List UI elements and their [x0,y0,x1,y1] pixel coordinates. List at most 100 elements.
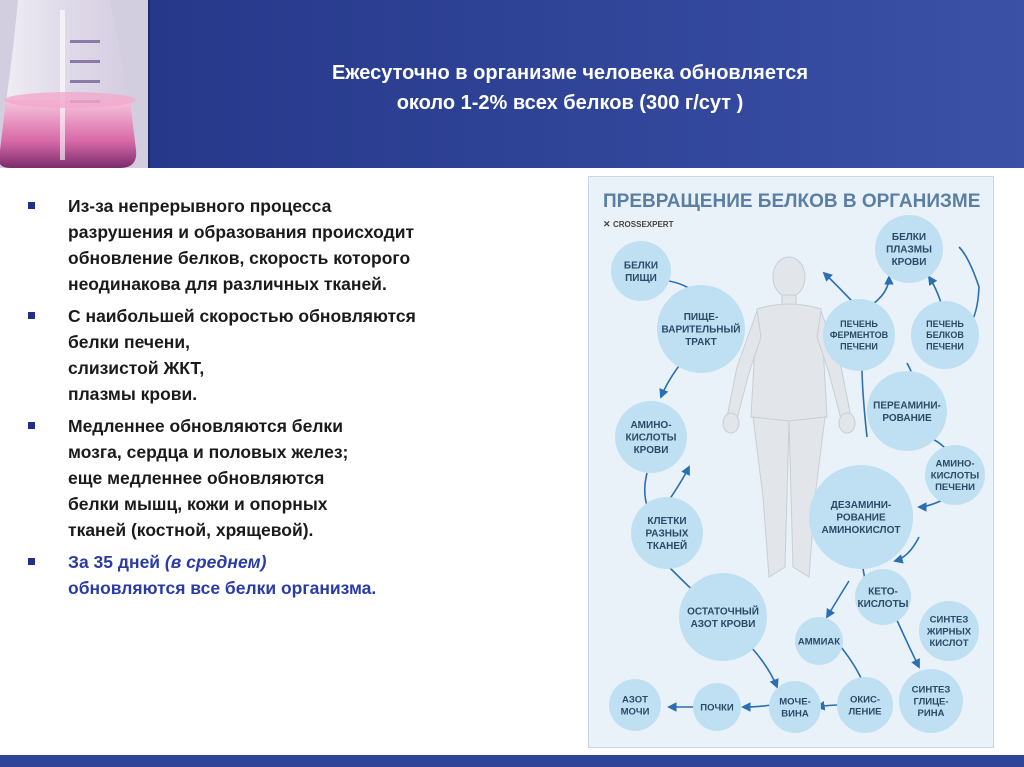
node-label: ПОЧКИ [700,702,734,713]
node-circle [693,683,741,731]
node-label: РАЗНЫХ [646,529,689,540]
bullet-text: Из-за непрерывного процесса [68,196,332,216]
node-residual-nitrogen: ОСТАТОЧНЫЙ АЗОТ КРОВИ [679,573,767,661]
node-label: ПЕЧЕНИ [926,341,964,351]
bullet-text: мозга, сердца и половых желез; [68,442,349,462]
node-label: ПЕЧЕНИ [935,482,975,493]
node-label: РОВАНИЕ [836,513,886,524]
bullet-text: обновляются все белки организма. [68,578,377,598]
bullet-marker [28,202,35,209]
node-ammonia: АММИАК [795,617,843,665]
node-label: АМИНОКИСЛОТ [822,525,901,536]
node-label: АММИАК [798,636,840,647]
node-circle [809,465,913,569]
bullet-text: С наибольшей скоростью обновляются [68,306,416,326]
node-circle [631,497,703,569]
bullet-text: неодинакова для различных тканей. [68,274,387,294]
node-urea: МОЧЕ-ВИНА [769,681,821,733]
node-label: ВАРИТЕЛЬНЫЙ [662,323,741,336]
node-label: РИНА [918,708,945,719]
node-circle [867,371,947,451]
node-circle [823,299,895,371]
node-circle [837,677,893,733]
node-label: КИСЛОТЫ [626,433,677,444]
node-label: АМИНО- [935,458,974,469]
node-keto-acids: КЕТО- КИСЛОТЫ [855,569,911,625]
bullet-text: тканей (костной, хрящевой). [68,520,314,540]
bullet-marker [28,558,35,565]
brand-mark: ✕ [603,219,611,229]
node-label: ПИЩЕ- [684,312,719,323]
node-circle [899,669,963,733]
node-circle [615,401,687,473]
node-label: СИНТЕЗ [912,684,951,695]
node-circle [609,679,661,731]
bullet-item: Медленнее обновляются белки мозга, сердц… [28,413,548,543]
node-circle [855,569,911,625]
node-label: ПЕЧЕНЬ [840,319,878,329]
node-label: МОЧЕ- [779,696,810,707]
bullet-text: За 35 дней (в среднем) [68,549,548,575]
node-circle [679,573,767,661]
node-oxidation: ОКИС-ЛЕНИЕ [837,677,893,733]
title-line-2: около 1-2% всех белков (300 г/сут ) [396,92,744,114]
bullet-text: Медленнее обновляются белки [68,416,343,436]
bullet-text: разрушения и образования происходит [68,222,415,242]
node-label: АМИНО- [630,420,671,431]
bullet-text: плазмы крови. [68,384,198,404]
node-circle [657,285,745,373]
node-label: БЕЛКИ [624,260,658,271]
crossexpert-logo: ✕ CROSSEXPERT [603,219,674,229]
node-group: БЕЛКИПИЩИПИЩЕ-ВАРИТЕЛЬНЫЙТРАКТАМИНО-КИСЛ… [609,215,985,733]
node-circle [769,681,821,733]
node-circle [919,601,979,661]
node-label: АЗОТ КРОВИ [691,619,756,630]
bullet-item-highlight: За 35 дней (в среднем) обновляются все б… [28,549,548,601]
node-label: ГЛИЦЕ- [913,696,948,707]
node-label: КИСЛОТЫ [858,599,909,610]
node-label: СИНТЕЗ [930,614,969,625]
node-label: ФЕРМЕНТОВ [830,330,889,340]
node-circle [875,215,943,283]
node-label: ЛЕНИЕ [848,706,881,717]
node-label: КЛЕТКИ [647,516,686,527]
node-label: ЖИРНЫХ [926,626,972,637]
title-line-1: Ежесуточно в организме человека обновляе… [331,62,809,84]
node-label: АЗОТ [622,694,648,705]
node-label: ПЕРЕАМИНИ- [873,400,941,411]
flask-image [0,0,150,168]
node-label: КЕТО- [868,586,898,597]
node-label: ВИНА [781,708,809,719]
brand-name: CROSSEXPERT [613,220,674,229]
bullet-text: обновление белков, скорость которого [68,248,411,268]
node-label: БЕЛКОВ [926,330,964,340]
bullet-list: Из-за непрерывного процесса разрушения и… [28,193,548,607]
bullet-text: белки печени, [68,332,190,352]
node-label: КИСЛОТЫ [931,470,979,481]
bullet-marker [28,422,35,429]
bullet-item: С наибольшей скоростью обновляются белки… [28,303,548,407]
node-transamination: ПЕРЕАМИНИ-РОВАНИЕ [867,371,947,451]
node-kidneys: ПОЧКИ [693,683,741,731]
highlight-text: За 35 дней [68,552,165,572]
node-label: ОСТАТОЧНЫЙ [687,604,759,617]
node-label: ПЛАЗМЫ [886,245,932,256]
bullet-text: слизистой ЖКТ, [68,358,205,378]
footer-bar [0,755,1024,767]
node-circle [795,617,843,665]
node-label: БЕЛКИ [892,232,926,243]
node-label: ТРАКТ [685,337,717,348]
node-label: ПЕЧЕНИ [840,341,878,351]
bullet-text: еще медленнее обновляются [68,468,325,488]
node-label: КИСЛОТ [929,638,968,649]
node-label: ДЕЗАМИНИ- [831,500,892,511]
bullet-marker [28,312,35,319]
